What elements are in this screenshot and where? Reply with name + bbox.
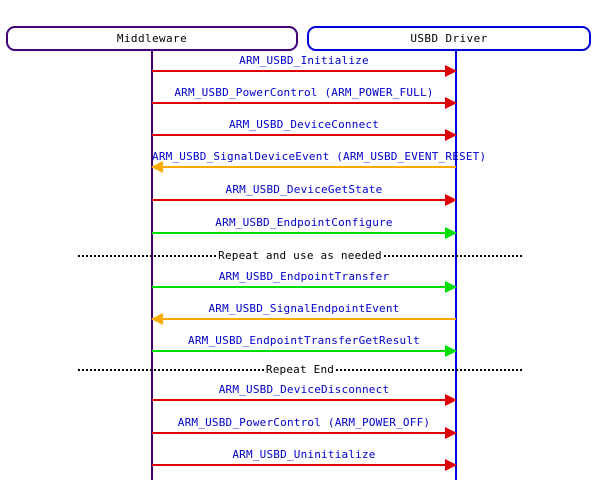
divider-dash-left	[78, 255, 217, 257]
divider-dash-right	[336, 369, 523, 371]
message-label: ARM_USBD_DeviceDisconnect	[218, 383, 390, 396]
divider-label: Repeat End	[263, 362, 337, 376]
lifeline-middleware	[151, 51, 153, 480]
participant-middleware-label: Middleware	[116, 32, 188, 45]
lifeline-usbd-driver	[455, 51, 457, 480]
arrowhead-right-icon	[445, 281, 457, 293]
arrowhead-right-icon	[445, 97, 457, 109]
message-line	[152, 102, 456, 104]
message-line	[152, 70, 456, 72]
message-line	[152, 399, 456, 401]
arrowhead-right-icon	[445, 65, 457, 77]
message-line	[152, 432, 456, 434]
message-line	[152, 286, 456, 288]
arrowhead-right-icon	[445, 194, 457, 206]
message-line	[152, 166, 456, 168]
message-label: ARM_USBD_Initialize	[239, 54, 369, 67]
message-line	[152, 464, 456, 466]
message-line	[152, 232, 456, 234]
divider-dash-right	[383, 255, 522, 257]
message-label: ARM_USBD_EndpointTransfer	[218, 270, 390, 283]
message-line	[152, 134, 456, 136]
divider-dash-left	[78, 369, 264, 371]
message-label: ARM_USBD_DeviceConnect	[228, 118, 380, 131]
message-line	[152, 318, 456, 320]
participant-usbd-driver: USBD Driver	[307, 26, 591, 51]
arrowhead-right-icon	[445, 394, 457, 406]
message-line	[152, 199, 456, 201]
message-label: ARM_USBD_PowerControl (ARM_POWER_OFF)	[177, 416, 431, 429]
message-label: ARM_USBD_Uninitialize	[232, 448, 376, 461]
arrowhead-right-icon	[445, 459, 457, 471]
message-label: ARM_USBD_EndpointConfigure	[215, 216, 393, 229]
participant-middleware: Middleware	[6, 26, 298, 51]
arrowhead-right-icon	[445, 129, 457, 141]
arrowhead-left-icon	[151, 161, 163, 173]
message-label: ARM_USBD_SignalEndpointEvent	[208, 302, 400, 315]
message-label: ARM_USBD_DeviceGetState	[225, 183, 383, 196]
message-label: ARM_USBD_EndpointTransferGetResult	[188, 334, 420, 347]
arrowhead-right-icon	[445, 227, 457, 239]
divider-label: Repeat and use as needed	[216, 248, 384, 262]
arrowhead-right-icon	[445, 427, 457, 439]
arrowhead-left-icon	[151, 313, 163, 325]
arrowhead-right-icon	[445, 345, 457, 357]
message-line	[152, 350, 456, 352]
participant-usbd-driver-label: USBD Driver	[410, 32, 488, 45]
message-label: ARM_USBD_SignalDeviceEvent (ARM_USBD_EVE…	[152, 150, 487, 163]
message-label: ARM_USBD_PowerControl (ARM_POWER_FULL)	[174, 86, 434, 99]
